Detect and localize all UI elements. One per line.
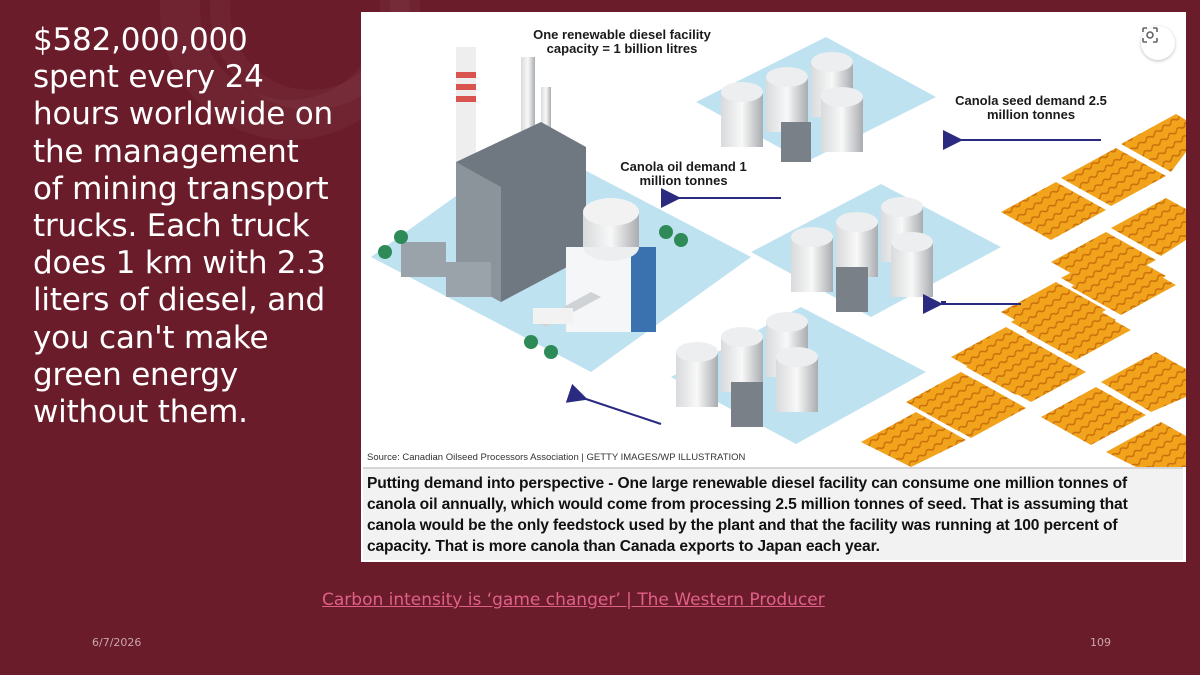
illustration [371, 37, 1186, 467]
facility-capacity-label: One renewable diesel facility capacity =… [533, 27, 711, 56]
google-lens-button[interactable] [1141, 26, 1175, 60]
oil-demand-label: Canola oil demand 1 million tonnes [620, 159, 747, 188]
canola-fields [861, 114, 1186, 467]
caption-box: Putting demand into perspective - One la… [363, 467, 1183, 560]
source-article-link[interactable]: Carbon intensity is ‘game changer’ | The… [322, 590, 825, 610]
diesel-plant [378, 47, 688, 359]
slide-date: 6/7/2026 [92, 636, 142, 649]
google-lens-icon [1142, 27, 1158, 43]
infographic-image: One renewable diesel facility capacity =… [361, 12, 1186, 562]
crusher-silos [676, 52, 933, 427]
slide-page-number: 109 [1090, 636, 1111, 649]
slide-body-text: $582,000,000 spent every 24 hours worldw… [33, 22, 333, 431]
figure-source: Source: Canadian Oilseed Processors Asso… [367, 452, 746, 463]
seed-demand-label: Canola seed demand 2.5 million tonnes [955, 93, 1107, 122]
figure-caption: Putting demand into perspective - One la… [367, 475, 1128, 555]
flow-arrows [565, 130, 1101, 425]
arrow-crusher-to-plant [565, 383, 662, 425]
